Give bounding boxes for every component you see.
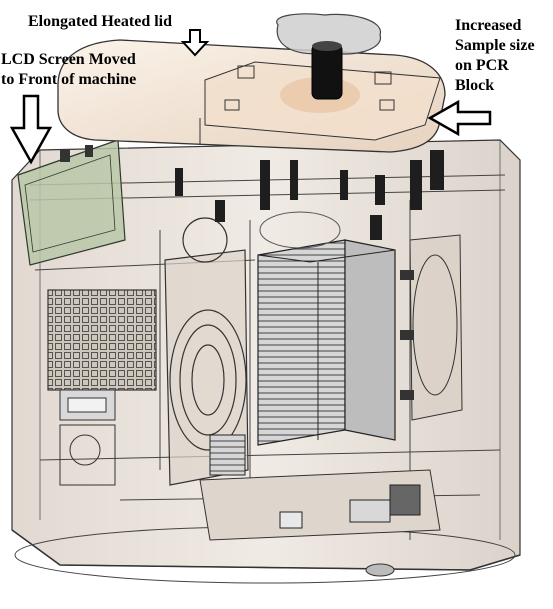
cooling-fan <box>164 217 249 486</box>
sample-size-label: Increased Sample size on PCR Block <box>455 17 535 94</box>
heated-lid-label: Elongated Heated lid <box>28 13 173 30</box>
heat-sink-stack <box>257 211 463 446</box>
lid-knob <box>276 13 381 100</box>
lcd-screen-label: LCD Screen Moved to Front of machine <box>1 51 137 88</box>
heated-lid <box>57 39 446 153</box>
lcd-screen-module <box>17 139 126 266</box>
standoffs <box>175 150 444 240</box>
sample-block-arrow <box>427 99 492 137</box>
power-supply-grid <box>47 289 157 486</box>
control-board <box>199 434 441 541</box>
lid-arrow <box>180 29 210 57</box>
lcd-arrow <box>9 94 53 165</box>
